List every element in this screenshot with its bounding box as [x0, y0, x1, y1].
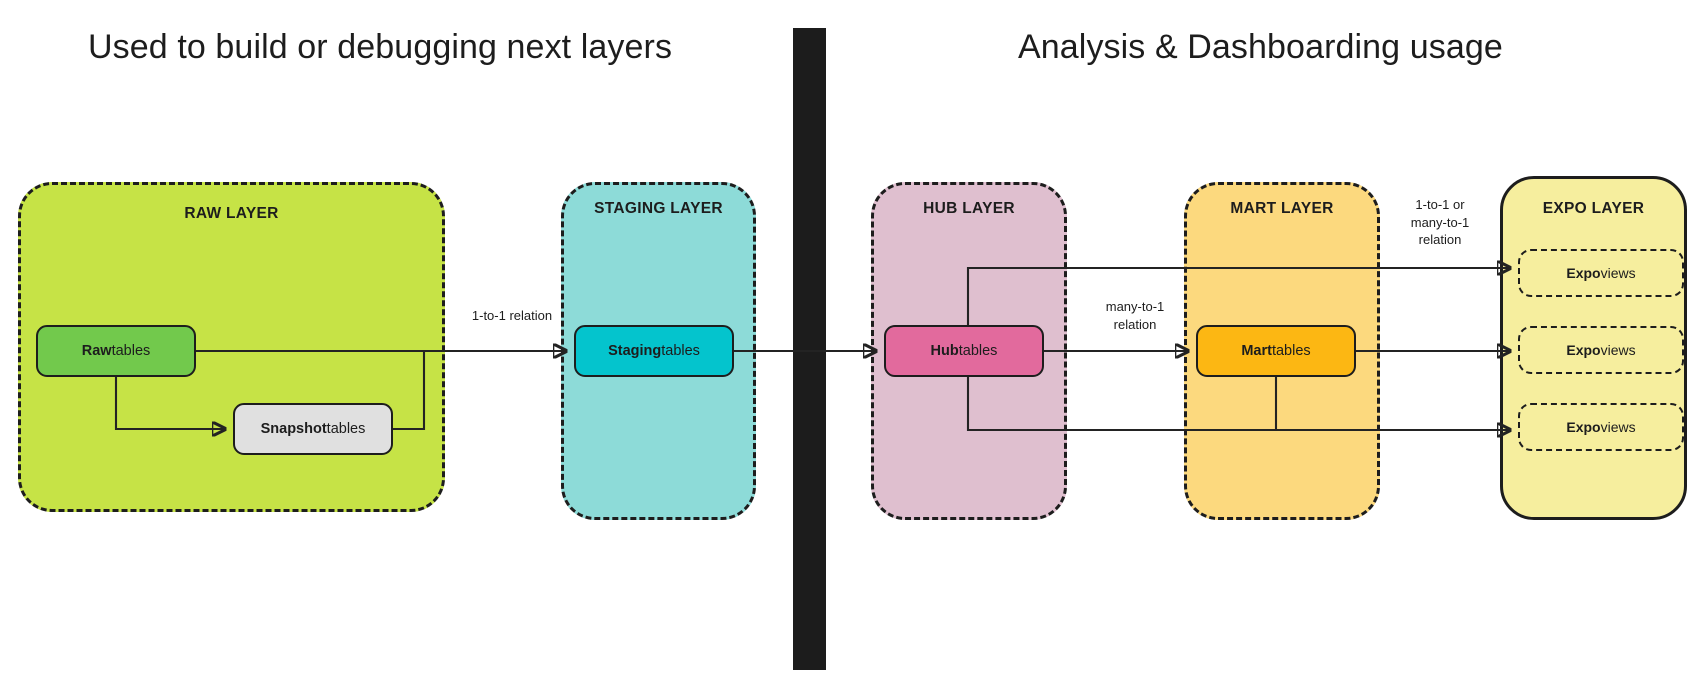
- layer-raw-title: RAW LAYER: [184, 205, 279, 222]
- node-raw-tables-strong: Raw: [81, 343, 112, 359]
- relation-label-mart-to-expo: 1-to-1 or many-to-1 relation: [1410, 197, 1470, 248]
- layer-staging-title: STAGING LAYER: [594, 200, 723, 217]
- node-snapshot-tables[interactable]: Snapshot tables: [233, 403, 393, 455]
- layer-hub-title: HUB LAYER: [923, 200, 1015, 217]
- node-hub-tables-strong: Hub: [930, 343, 959, 359]
- node-mart-tables-rest: tables: [1271, 343, 1311, 359]
- vertical-divider-bar: [793, 28, 826, 670]
- node-expo-views-3-strong: Expo: [1566, 419, 1601, 435]
- node-mart-tables-strong: Mart: [1241, 343, 1272, 359]
- node-expo-views-3[interactable]: Expo views: [1518, 403, 1684, 451]
- relation-label-raw-to-staging: 1-to-1 relation: [471, 308, 553, 323]
- node-raw-tables[interactable]: Raw tables: [36, 325, 196, 377]
- node-expo-views-1-rest: views: [1600, 265, 1636, 281]
- node-hub-tables[interactable]: Hub tables: [884, 325, 1044, 377]
- node-hub-tables-rest: tables: [958, 343, 998, 359]
- node-expo-views-3-rest: views: [1600, 419, 1636, 435]
- node-snapshot-tables-rest: tables: [326, 421, 366, 437]
- node-snapshot-tables-strong: Snapshot: [260, 421, 327, 437]
- node-expo-views-2-strong: Expo: [1566, 342, 1601, 358]
- node-raw-tables-rest: tables: [111, 343, 151, 359]
- layer-mart-title: MART LAYER: [1230, 200, 1334, 217]
- node-staging-tables[interactable]: Staging tables: [574, 325, 734, 377]
- node-mart-tables[interactable]: Mart tables: [1196, 325, 1356, 377]
- left-section-heading: Used to build or debugging next layers: [88, 28, 673, 66]
- layer-expo-title: EXPO LAYER: [1542, 200, 1645, 217]
- node-expo-views-2-rest: views: [1600, 342, 1636, 358]
- node-staging-tables-rest: tables: [661, 343, 700, 359]
- node-expo-views-1[interactable]: Expo views: [1518, 249, 1684, 297]
- node-expo-views-2[interactable]: Expo views: [1518, 326, 1684, 374]
- node-staging-tables-strong: Staging: [608, 343, 662, 359]
- relation-label-hub-to-mart: many-to-1 relation: [1105, 299, 1165, 332]
- layer-expo[interactable]: EXPO LAYER: [1500, 176, 1687, 520]
- right-section-heading: Analysis & Dashboarding usage: [1018, 28, 1503, 66]
- node-expo-views-1-strong: Expo: [1566, 265, 1601, 281]
